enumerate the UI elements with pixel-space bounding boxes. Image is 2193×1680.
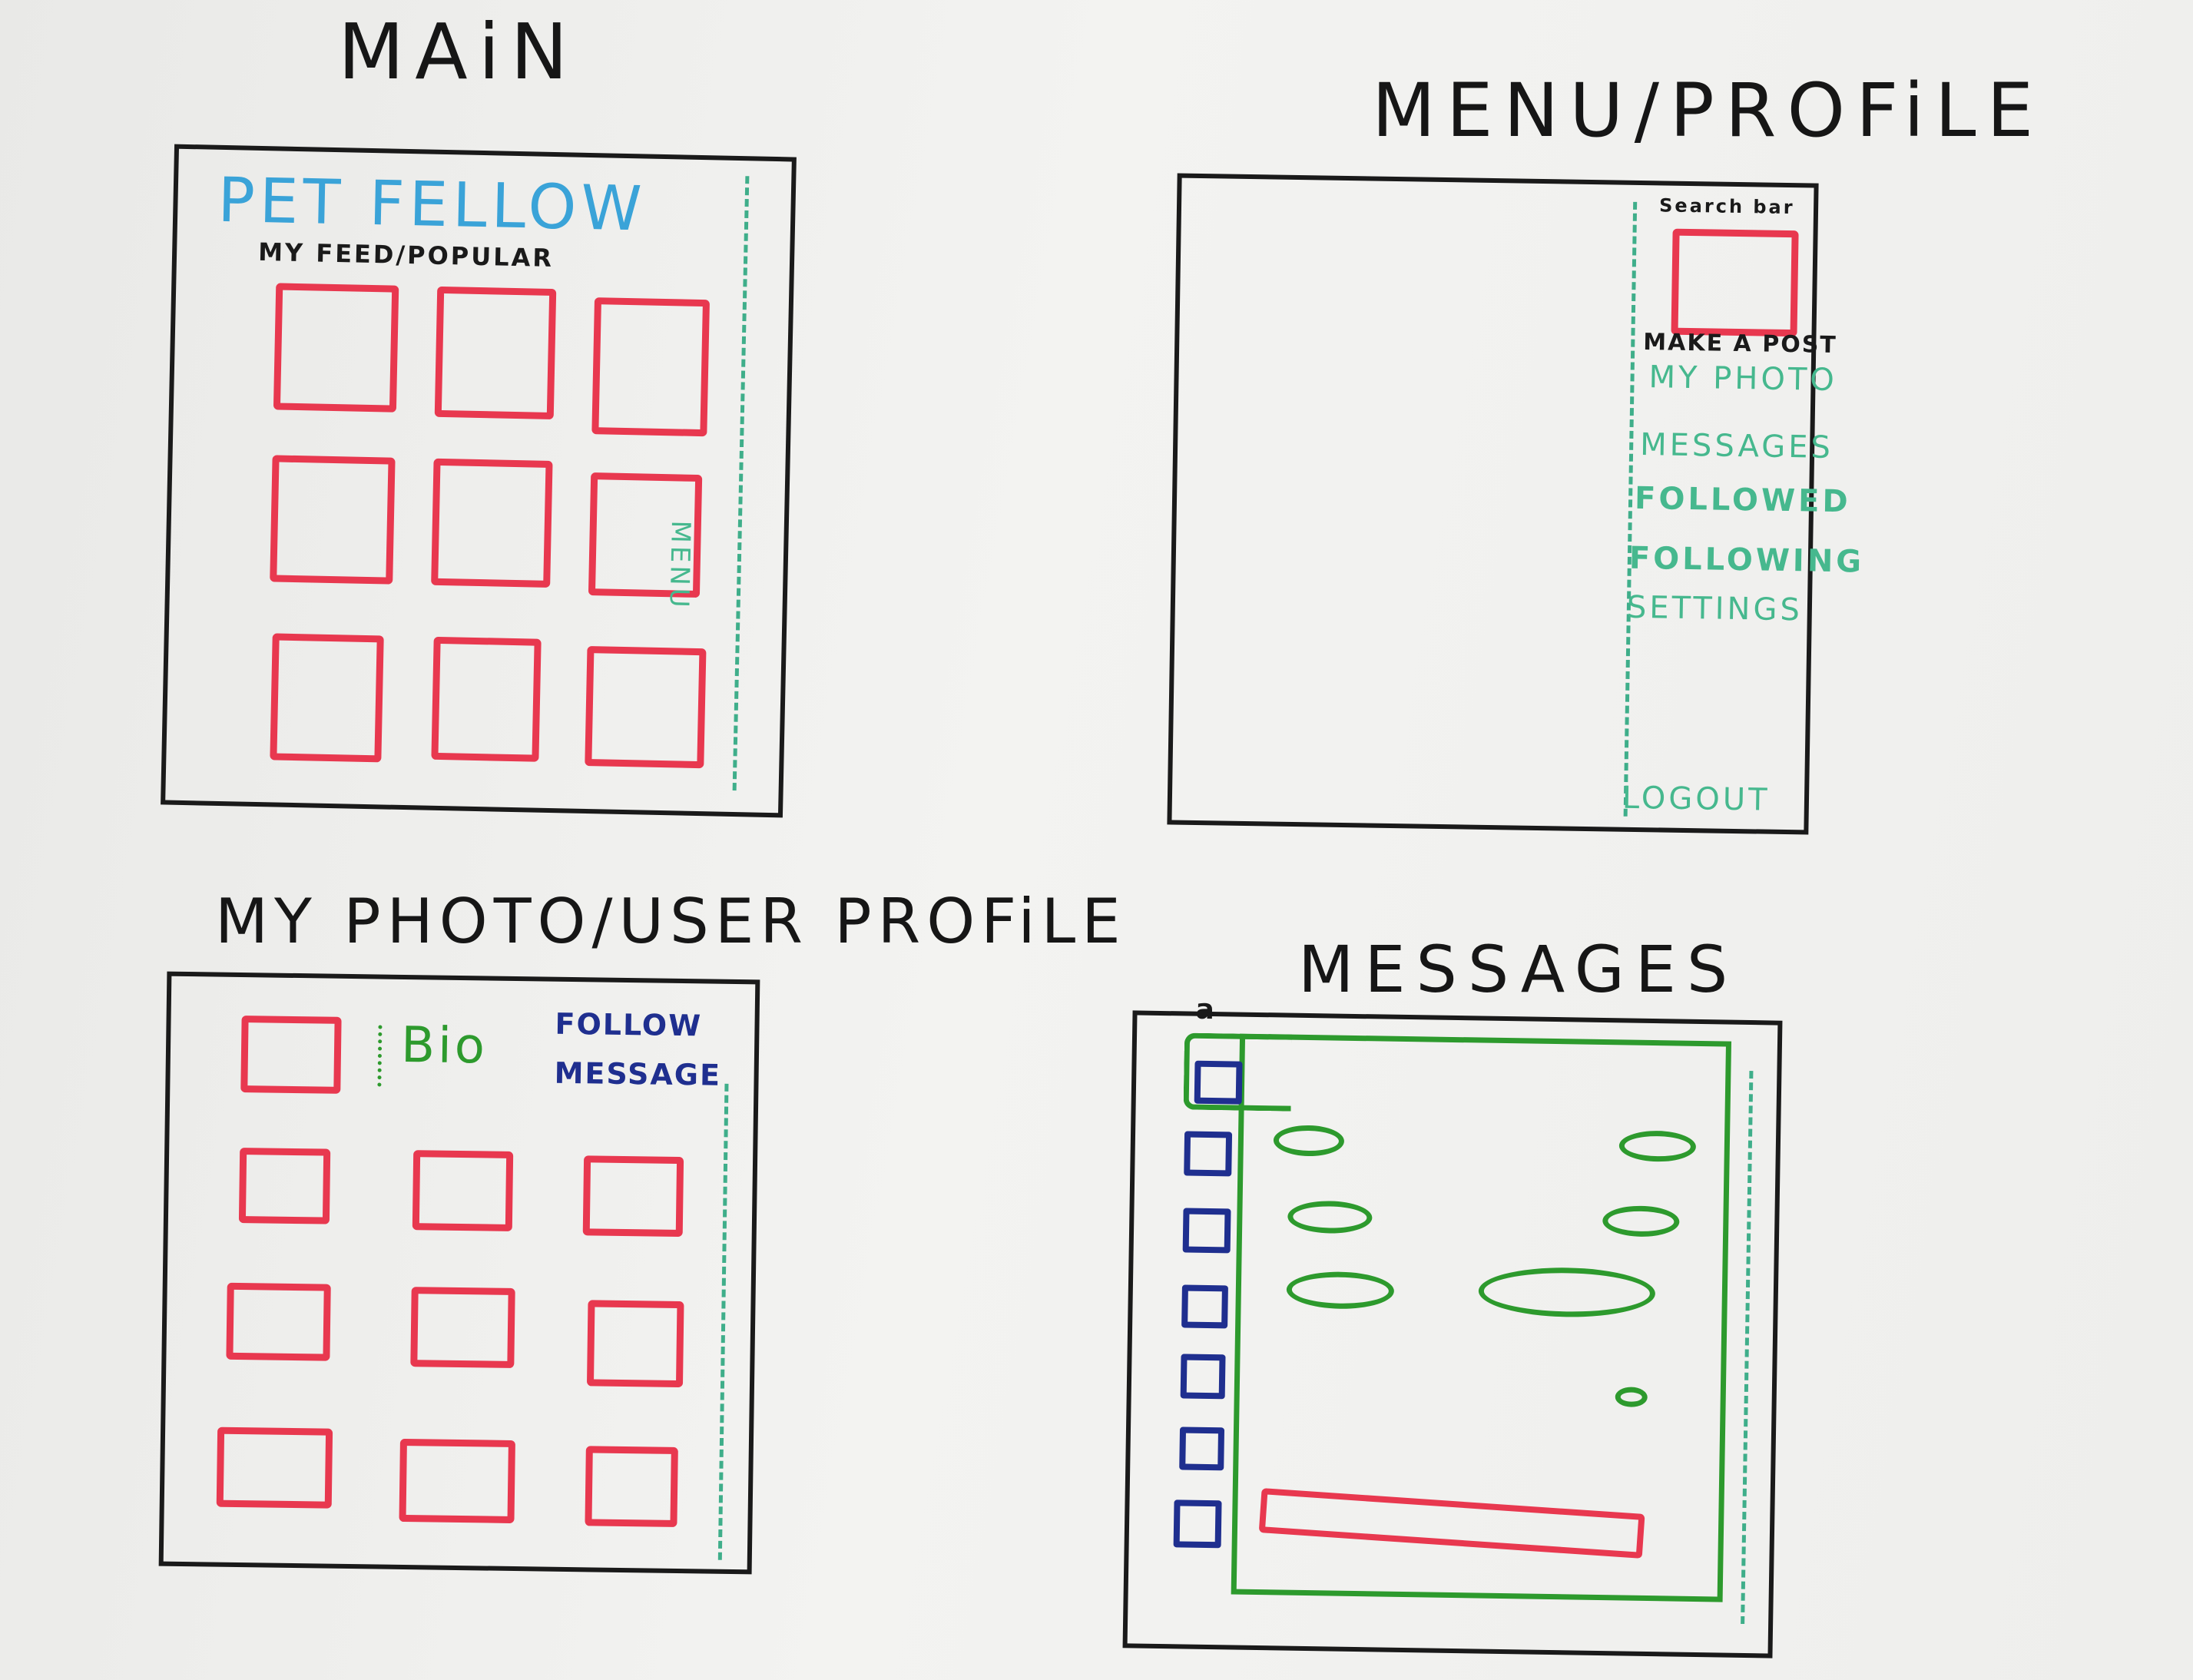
contact-avatar[interactable] xyxy=(1173,1499,1222,1549)
feed-post-tile[interactable] xyxy=(270,633,384,763)
message-button[interactable]: MESSAGE xyxy=(554,1055,722,1092)
feed-post-tile[interactable] xyxy=(591,297,711,437)
sent-message-bubble xyxy=(1615,1387,1648,1407)
contact-avatar[interactable] xyxy=(1184,1131,1233,1177)
follow-button[interactable]: FOLLOW xyxy=(555,1006,703,1043)
feed-post-tile[interactable] xyxy=(431,458,553,588)
brand-logo: PET FELLOW xyxy=(217,164,648,245)
logout-button[interactable]: LOGOUT xyxy=(1622,780,1771,818)
menu-item-my-photo[interactable]: MY PHOTO xyxy=(1648,360,1838,399)
photo-tile[interactable] xyxy=(412,1150,514,1231)
menu-item-messages[interactable]: MESSAGES xyxy=(1639,427,1834,466)
photo-tile[interactable] xyxy=(585,1446,678,1527)
photo-tile[interactable] xyxy=(399,1438,515,1524)
feed-post-tile[interactable] xyxy=(273,283,399,413)
profile-avatar-tile[interactable] xyxy=(240,1016,342,1094)
contact-avatar[interactable] xyxy=(1182,1208,1231,1254)
feed-post-tile[interactable] xyxy=(270,455,396,585)
user-profile-screen-frame: Bio FOLLOW MESSAGE xyxy=(158,971,760,1575)
menu-sidebar-edge xyxy=(1741,1071,1754,1625)
menu-sidebar-edge xyxy=(717,1083,729,1560)
contact-avatar[interactable] xyxy=(1179,1427,1225,1471)
feed-post-tile[interactable] xyxy=(434,286,557,420)
feed-toggle-tab[interactable]: MY FEED/POPULAR xyxy=(257,237,555,273)
make-post-button[interactable]: MAKE A POST xyxy=(1643,329,1838,360)
photo-tile[interactable] xyxy=(586,1300,684,1388)
search-bar[interactable]: Search bar xyxy=(1658,194,1795,219)
feed-post-tile[interactable] xyxy=(431,636,542,762)
photo-tile[interactable] xyxy=(410,1287,515,1369)
contacts-icon[interactable]: a xyxy=(1195,993,1215,1026)
menu-item-settings[interactable]: SETTINGS xyxy=(1626,589,1804,628)
contact-avatar-selected[interactable] xyxy=(1194,1060,1243,1105)
menu-item-followed[interactable]: FOLLOWED xyxy=(1634,480,1851,520)
photo-tile[interactable] xyxy=(582,1155,684,1238)
menu-screen-frame: Search bar MAKE A POST MY PHOTO MESSAGES… xyxy=(1167,173,1864,835)
photo-tile[interactable] xyxy=(238,1147,331,1224)
contact-avatar[interactable] xyxy=(1180,1354,1226,1400)
photo-tile[interactable] xyxy=(226,1282,331,1361)
menu-sidebar-toggle[interactable]: MENU xyxy=(663,520,696,611)
main-title: MAiN xyxy=(338,7,579,97)
user-profile-title: MY PHOTO/USER PROFiLE xyxy=(215,886,1127,957)
main-screen-frame: PET FELLOW MY FEED/POPULAR MENU xyxy=(161,144,797,818)
photo-tile[interactable] xyxy=(216,1427,333,1509)
feed-post-tile[interactable] xyxy=(585,646,707,769)
messages-screen-frame: a xyxy=(1122,994,1783,1658)
menu-profile-title: MENU/PROFiLE xyxy=(1372,68,2045,154)
bio-text: Bio xyxy=(400,1016,489,1075)
menu-sidebar-edge xyxy=(732,176,750,791)
messages-title: MESSAGES xyxy=(1298,932,1739,1007)
menu-item-following[interactable]: FOLLOWING xyxy=(1628,540,1865,580)
bio-divider xyxy=(377,1025,383,1087)
contact-avatar[interactable] xyxy=(1181,1284,1228,1329)
profile-avatar-tile[interactable] xyxy=(1671,228,1799,337)
